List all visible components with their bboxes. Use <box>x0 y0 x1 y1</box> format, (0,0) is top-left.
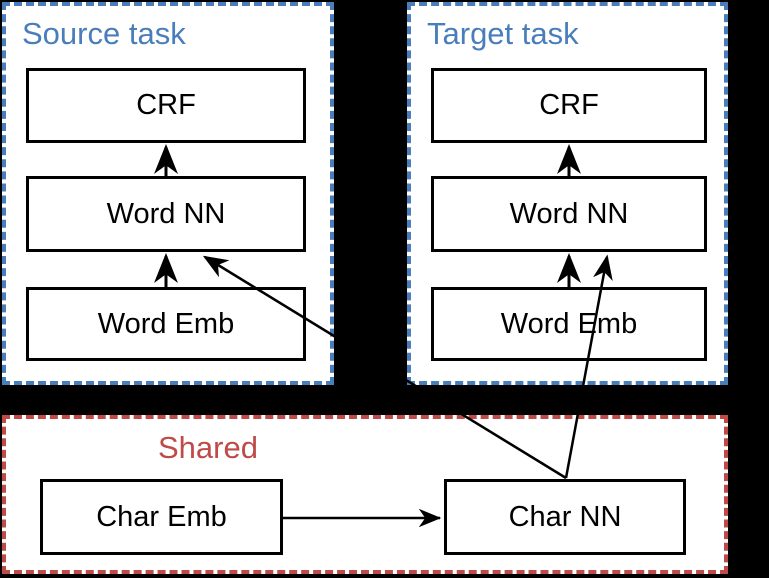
char-emb-box[interactable]: Char Emb <box>40 479 283 555</box>
source-crf-box[interactable]: CRF <box>26 68 306 143</box>
target-word-nn-box[interactable]: Word NN <box>431 176 707 252</box>
source-task-title: Source task <box>22 16 186 51</box>
target-word-emb-box[interactable]: Word Emb <box>431 287 707 361</box>
source-word-nn-box[interactable]: Word NN <box>26 176 306 252</box>
source-word-emb-box[interactable]: Word Emb <box>26 287 306 361</box>
shared-title: Shared <box>158 430 258 465</box>
target-crf-box[interactable]: CRF <box>431 68 707 143</box>
char-nn-box[interactable]: Char NN <box>444 479 686 555</box>
target-task-title: Target task <box>427 16 579 51</box>
